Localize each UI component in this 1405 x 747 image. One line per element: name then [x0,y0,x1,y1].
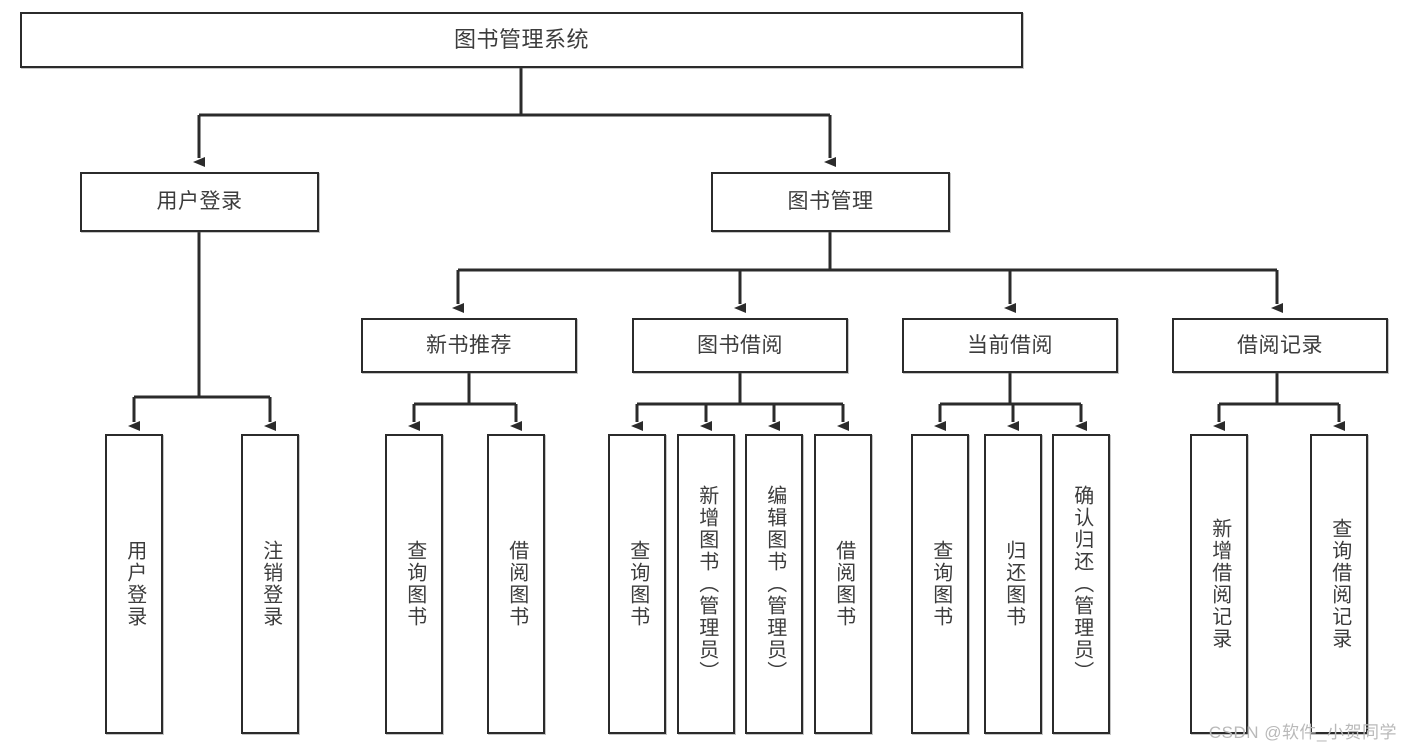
leaf-add-borrow-record-label: 新增借阅记录 [1208,518,1231,650]
node-root-label: 图书管理系统 [453,26,589,52]
leaf-user-login-label: 用户登录 [123,540,146,628]
leaf-query-books-borrow-label: 查询图书 [626,540,649,628]
leaf-user-login[interactable]: 用户登录 [105,434,163,734]
node-user-login-label: 用户登录 [156,190,243,214]
node-borrow-records[interactable]: 借阅记录 [1172,318,1388,373]
leaf-query-books-newbooks-label: 查询图书 [403,540,426,628]
node-current-borrow[interactable]: 当前借阅 [902,318,1118,373]
node-borrow-records-label: 借阅记录 [1237,333,1323,357]
leaf-logout[interactable]: 注销登录 [241,434,299,734]
leaf-confirm-return-admin-label: 确认归还（管理员） [1070,485,1093,683]
csdn-watermark: CSDN @软件_小贺同学 [1208,723,1397,742]
leaf-edit-book-admin-label: 编辑图书（管理员） [763,485,786,683]
node-root[interactable]: 图书管理系统 [20,12,1023,68]
node-book-borrow[interactable]: 图书借阅 [632,318,848,373]
leaf-query-books-current[interactable]: 查询图书 [911,434,969,734]
node-new-book-recommend-label: 新书推荐 [426,333,512,357]
node-book-borrow-label: 图书借阅 [697,333,783,357]
node-book-management-label: 图书管理 [787,190,874,214]
node-new-book-recommend[interactable]: 新书推荐 [361,318,577,373]
leaf-query-borrow-record-label: 查询借阅记录 [1328,518,1351,650]
leaf-borrow-books-borrow-label: 借阅图书 [832,540,855,628]
leaf-return-books[interactable]: 归还图书 [984,434,1042,734]
node-current-borrow-label: 当前借阅 [967,333,1053,357]
leaf-return-books-label: 归还图书 [1002,540,1025,628]
leaf-confirm-return-admin[interactable]: 确认归还（管理员） [1052,434,1110,734]
node-book-management[interactable]: 图书管理 [711,172,950,232]
leaf-edit-book-admin[interactable]: 编辑图书（管理员） [745,434,803,734]
leaf-add-book-admin-label: 新增图书（管理员） [695,485,718,683]
leaf-add-borrow-record[interactable]: 新增借阅记录 [1190,434,1248,734]
node-user-login[interactable]: 用户登录 [80,172,319,232]
leaf-add-book-admin[interactable]: 新增图书（管理员） [677,434,735,734]
leaf-borrow-books-newbooks[interactable]: 借阅图书 [487,434,545,734]
leaf-query-books-borrow[interactable]: 查询图书 [608,434,666,734]
leaf-query-books-current-label: 查询图书 [929,540,952,628]
leaf-query-borrow-record[interactable]: 查询借阅记录 [1310,434,1368,734]
leaf-query-books-newbooks[interactable]: 查询图书 [385,434,443,734]
leaf-borrow-books-newbooks-label: 借阅图书 [505,540,528,628]
leaf-borrow-books-borrow[interactable]: 借阅图书 [814,434,872,734]
leaf-logout-label: 注销登录 [259,540,282,628]
